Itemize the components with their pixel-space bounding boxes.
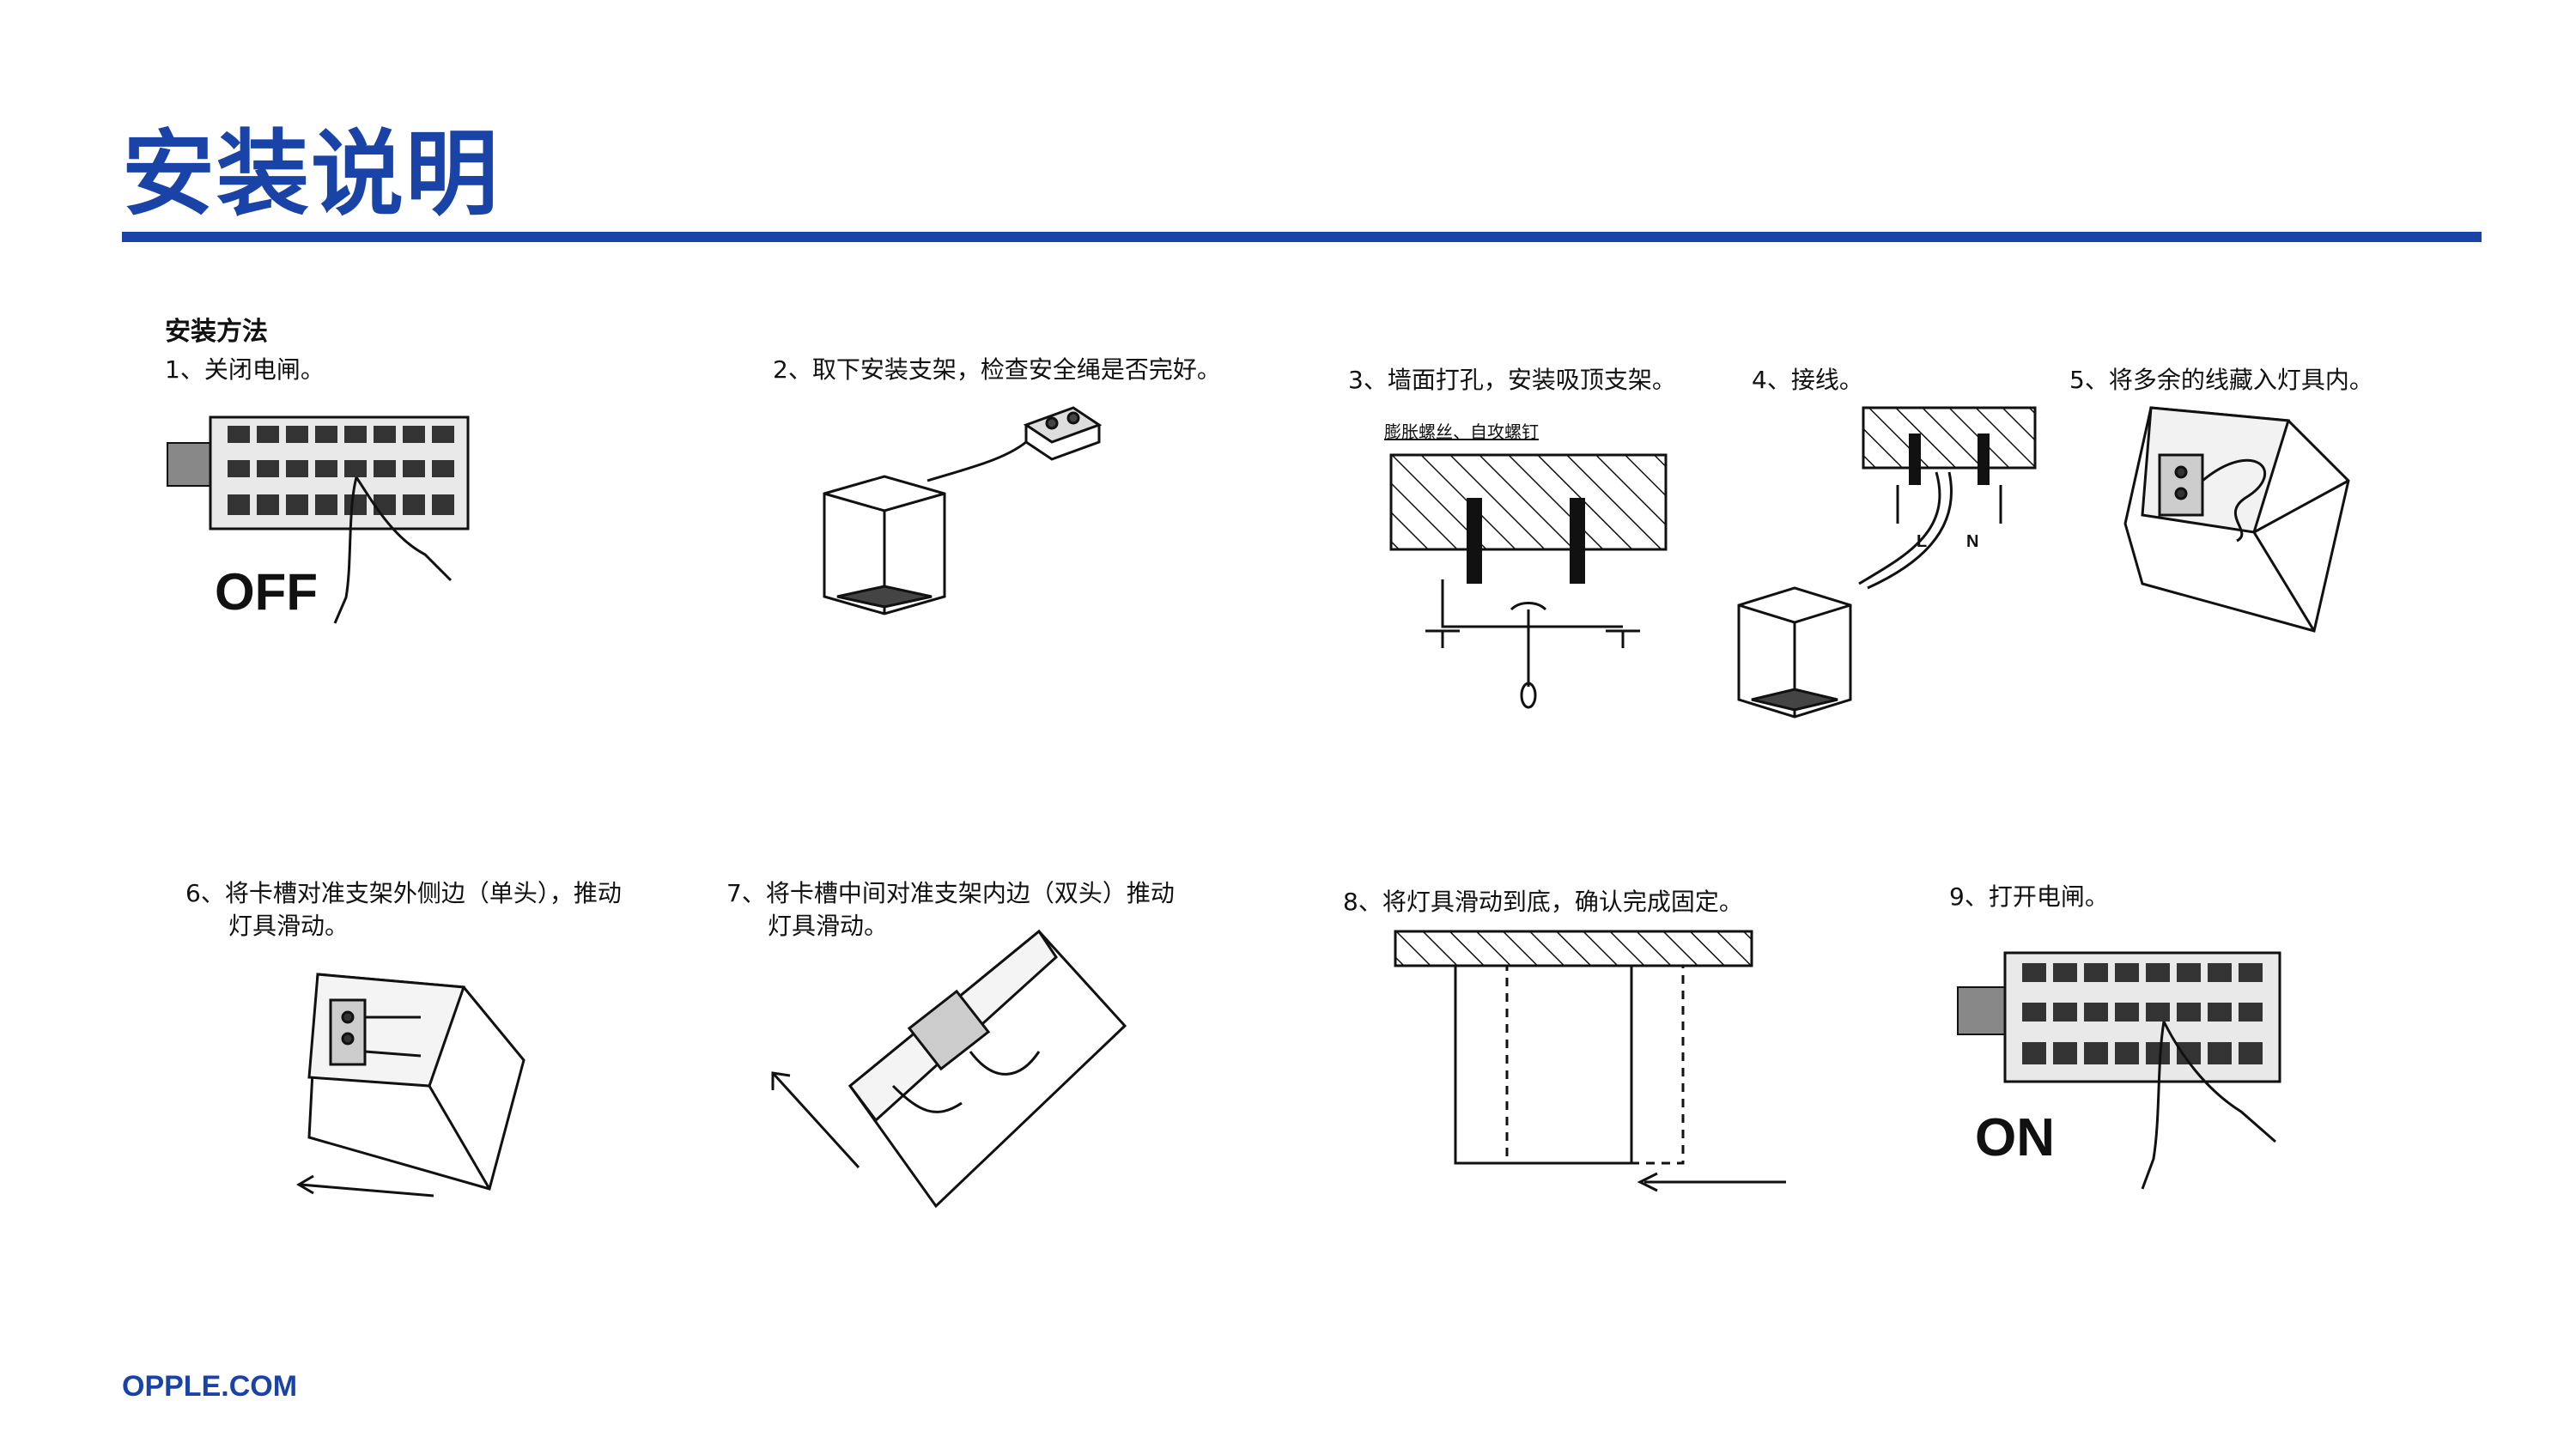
step-6-slide-illustration — [292, 966, 541, 1215]
step-1-breaker-illustration — [167, 409, 477, 623]
step-4-text: 4、接线。 — [1752, 366, 1863, 394]
step-1-off-label: OFF — [215, 563, 318, 621]
step-9-text: 9、打开电闸。 — [1949, 882, 2109, 911]
step-4-wire-n: N — [1966, 532, 1979, 551]
method-heading: 安装方法 — [165, 317, 268, 347]
page-title: 安装说明 — [122, 121, 501, 228]
step-3-ceiling-illustration — [1391, 455, 1700, 712]
step-3-text: 3、墙面打孔，安装吸顶支架。 — [1348, 366, 1676, 394]
step-8-final-illustration — [1395, 931, 1790, 1197]
step-7-slide-illustration — [764, 923, 1142, 1223]
step-5-box-illustration — [2117, 403, 2366, 635]
step-7-text-line2: 灯具滑动。 — [768, 912, 889, 940]
step-1-text: 1、关闭电闸。 — [165, 355, 325, 384]
step-6-text-line2: 灯具滑动。 — [228, 912, 349, 940]
step-6-text-line1: 6、将卡槽对准支架外侧边（单头），推动 — [185, 879, 622, 907]
step-2-bracket-illustration — [816, 391, 1142, 614]
step-7-text-line1: 7、将卡槽中间对准支架内边（双头）推动 — [726, 879, 1175, 907]
step-8-text: 8、将灯具滑动到底，确认完成固定。 — [1343, 888, 1743, 916]
step-3-note: 膨胀螺丝、自攻螺钉 — [1384, 421, 1539, 442]
step-9-on-label: ON — [1975, 1108, 2055, 1167]
title-underline — [122, 232, 2482, 242]
step-9-breaker-illustration — [1958, 944, 2301, 1193]
step-2-text: 2、取下安装支架，检查安全绳是否完好。 — [773, 355, 1221, 384]
step-4-wiring-illustration — [1730, 403, 2057, 730]
step-5-text: 5、将多余的线藏入灯具内。 — [2069, 366, 2373, 394]
step-4-wire-l: L — [1917, 532, 1928, 551]
footer-site-link[interactable]: OPPLE.COM — [122, 1370, 298, 1403]
